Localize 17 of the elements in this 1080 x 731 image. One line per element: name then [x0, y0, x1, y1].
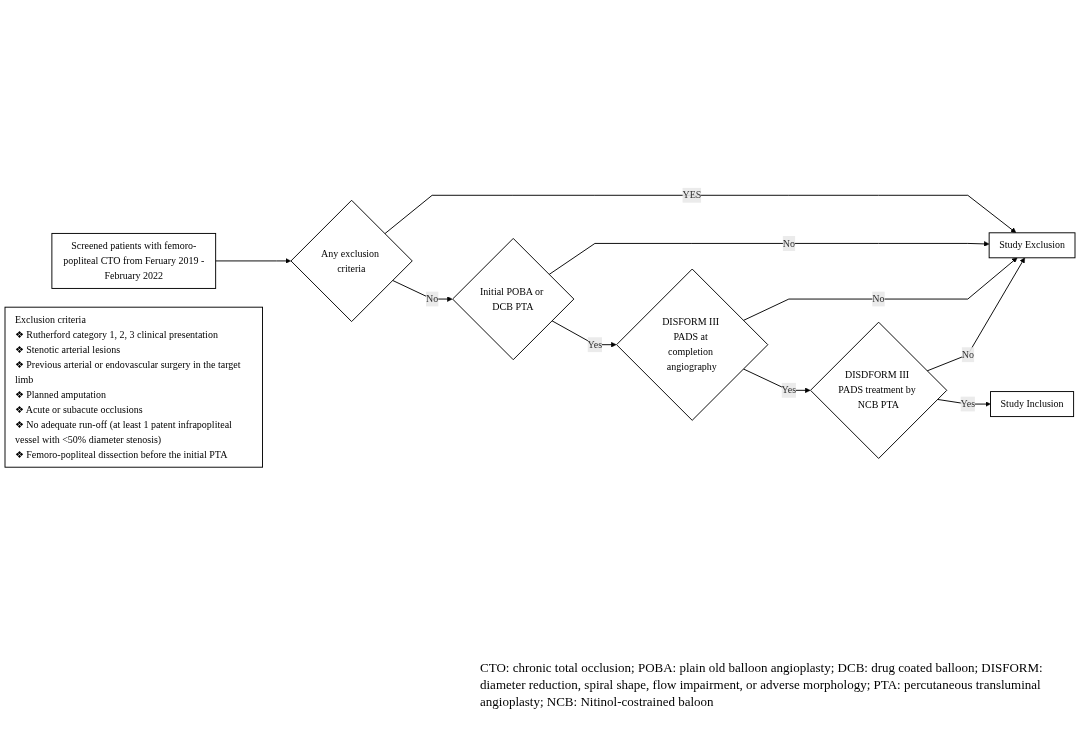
edge-label: Yes — [781, 384, 797, 396]
edge-label: No — [426, 293, 439, 305]
node-box: Study Exclusion — [988, 232, 1076, 259]
node-diamond: Initial POBA or DCB PTA — [452, 237, 575, 361]
edge-label: Yes — [960, 398, 976, 410]
node-box: Exclusion criteria ❖ Rutherford category 1, 2, 3 clinical presentation ❖ Stenotic arterial lesions ❖ Previous arterial or endovascular surgery in the target limb ❖ Planned amputation ❖ Acute or subacute occlusions ❖ No adequate run-off (at least 1 patent infrapopliteal vessel with <50% diameter stenosis) ❖ Femoro-popliteal dissection before the initial PTA — [4, 306, 263, 468]
node-diamond: Any exclusion criteria — [290, 199, 413, 323]
edge-label: Yes — [587, 339, 603, 350]
footnote: CTO: chronic total occlusion; POBA: plain old balloon angioplasty; DCB: drug coated balloon; DISFORM: diameter reduction, spiral shape, flow impairment, or adverse morphology; PTA: percutaneous transluminal angioplasty; NCB: Nitinol-costrained baloon — [480, 660, 1044, 711]
edge-label: No — [872, 293, 885, 305]
edge-label: No — [782, 237, 795, 249]
node-diamond: DISDFORM III PADS treatment by NCB PTA — [810, 321, 948, 459]
edge-label: YES — [682, 189, 702, 201]
node-box: Study Inclusion — [990, 391, 1075, 418]
node-box: Screened patients with femoro-popliteal CTO from Feruary 2019 - February 2022 — [51, 232, 217, 289]
node-diamond: DISFORM III PADS at completion angiography — [616, 268, 769, 421]
edge-label: No — [961, 349, 974, 360]
